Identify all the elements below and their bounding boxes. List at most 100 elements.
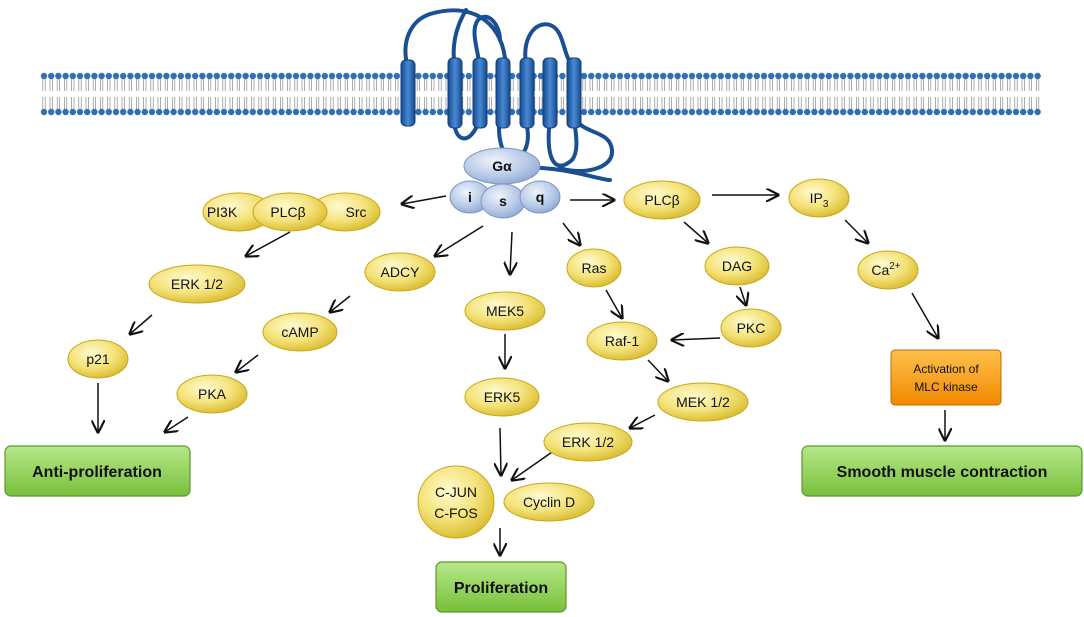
lipid-head — [962, 108, 969, 116]
lipid-head — [660, 108, 667, 116]
lipid-head — [940, 72, 948, 80]
lipid-tail — [661, 79, 665, 91]
label-ip3-subscript: 3 — [823, 199, 829, 210]
lipid-tail — [236, 79, 240, 91]
lipid-head — [926, 108, 933, 116]
lipid-tail — [92, 97, 96, 109]
label-p21: p21 — [86, 351, 110, 367]
lipid-head — [386, 72, 393, 80]
lipid-head — [163, 108, 170, 116]
lipid-head — [285, 72, 292, 80]
lipid-head — [300, 108, 307, 116]
lipid-tail — [539, 97, 543, 109]
lipid-tail — [42, 79, 46, 91]
lipid-tail — [294, 79, 298, 91]
lipid-tail — [690, 97, 694, 109]
node-ip3 — [788, 178, 850, 218]
lipid-head — [465, 72, 472, 80]
lipid-head — [69, 72, 77, 80]
lipid-head — [300, 72, 307, 80]
lipid-tail — [344, 79, 348, 91]
lipid-tail — [942, 79, 946, 91]
node-plcb-left — [252, 192, 328, 232]
lipid-head — [861, 72, 868, 80]
lipid-head — [1012, 108, 1020, 116]
lipid-tail — [964, 79, 968, 91]
lipid-tail — [344, 97, 348, 109]
lipid-tail — [323, 97, 327, 109]
lipid-tail — [71, 97, 75, 109]
lipid-tail — [467, 79, 471, 91]
lipid-tail — [697, 79, 701, 91]
lipid-tail — [690, 79, 694, 91]
lipid-tail — [424, 79, 428, 91]
lipid-tail — [71, 79, 75, 91]
lipid-head — [199, 108, 206, 116]
arrow-gs-to-mek5 — [510, 231, 512, 274]
lipid-tail — [776, 79, 780, 91]
lipid-head — [602, 108, 609, 116]
lipid-head — [948, 72, 955, 80]
arrow-dag-to-pkc — [740, 286, 746, 305]
lipid-tail — [899, 79, 903, 91]
lipid-tail — [222, 79, 226, 91]
lipid-tail — [352, 79, 356, 91]
transmembrane-helices — [400, 57, 582, 129]
lipid-head — [681, 72, 688, 80]
lipid-head — [616, 72, 624, 80]
lipid-tail — [762, 79, 766, 91]
lipid-tail — [611, 97, 615, 109]
lipid-head — [48, 72, 55, 80]
lipid-head — [681, 108, 688, 116]
lipid-head — [940, 108, 948, 116]
lipid-tail — [856, 97, 860, 109]
lipid-head — [991, 72, 998, 80]
lipid-head — [1020, 72, 1027, 80]
lipid-head — [184, 108, 192, 116]
node-camp — [262, 312, 338, 352]
lipid-tail — [884, 97, 888, 109]
lipid-tail — [589, 97, 593, 109]
lipid-head — [804, 72, 811, 80]
lipid-tail — [100, 97, 104, 109]
lipid-tail — [647, 97, 651, 109]
lipid-tail — [337, 79, 341, 91]
lipid-tail — [157, 97, 161, 109]
lipid-head — [948, 108, 955, 116]
lipid-head — [789, 108, 796, 116]
lipid-tail — [640, 97, 644, 109]
lipid-tail — [863, 97, 867, 109]
pathway-arrows — [98, 195, 945, 555]
lipid-tail — [208, 97, 212, 109]
lipid-head — [674, 108, 681, 116]
cell-membrane — [40, 72, 1041, 116]
lipid-tail — [330, 79, 334, 91]
lipid-head — [213, 108, 220, 116]
lipid-tail — [1007, 79, 1011, 91]
node-raf1 — [586, 321, 658, 361]
lipid-head — [789, 72, 796, 80]
lipid-head — [638, 108, 645, 116]
lipid-tail — [820, 97, 824, 109]
lipid-tail — [582, 79, 586, 91]
label-plcb-right: PLCβ — [644, 192, 679, 208]
lipid-head — [264, 72, 271, 80]
lipid-tail — [834, 79, 838, 91]
lipid-tail — [1014, 97, 1018, 109]
lipid-tail — [258, 79, 262, 91]
lipid-head — [588, 108, 595, 116]
lipid-tail — [280, 97, 284, 109]
lipid-head — [1012, 72, 1020, 80]
gq-subunit — [519, 180, 561, 214]
lipid-head — [321, 72, 328, 80]
lipid-head — [436, 108, 444, 116]
lipid-tail — [920, 79, 924, 91]
lipid-head — [710, 72, 717, 80]
label-ca-base: Ca — [871, 262, 889, 278]
lipid-tail — [978, 97, 982, 109]
lipid-head — [825, 72, 832, 80]
lipid-tail — [56, 79, 60, 91]
lipid-tail — [64, 79, 68, 91]
lipid-tail — [978, 79, 982, 91]
lipid-head — [760, 72, 768, 80]
